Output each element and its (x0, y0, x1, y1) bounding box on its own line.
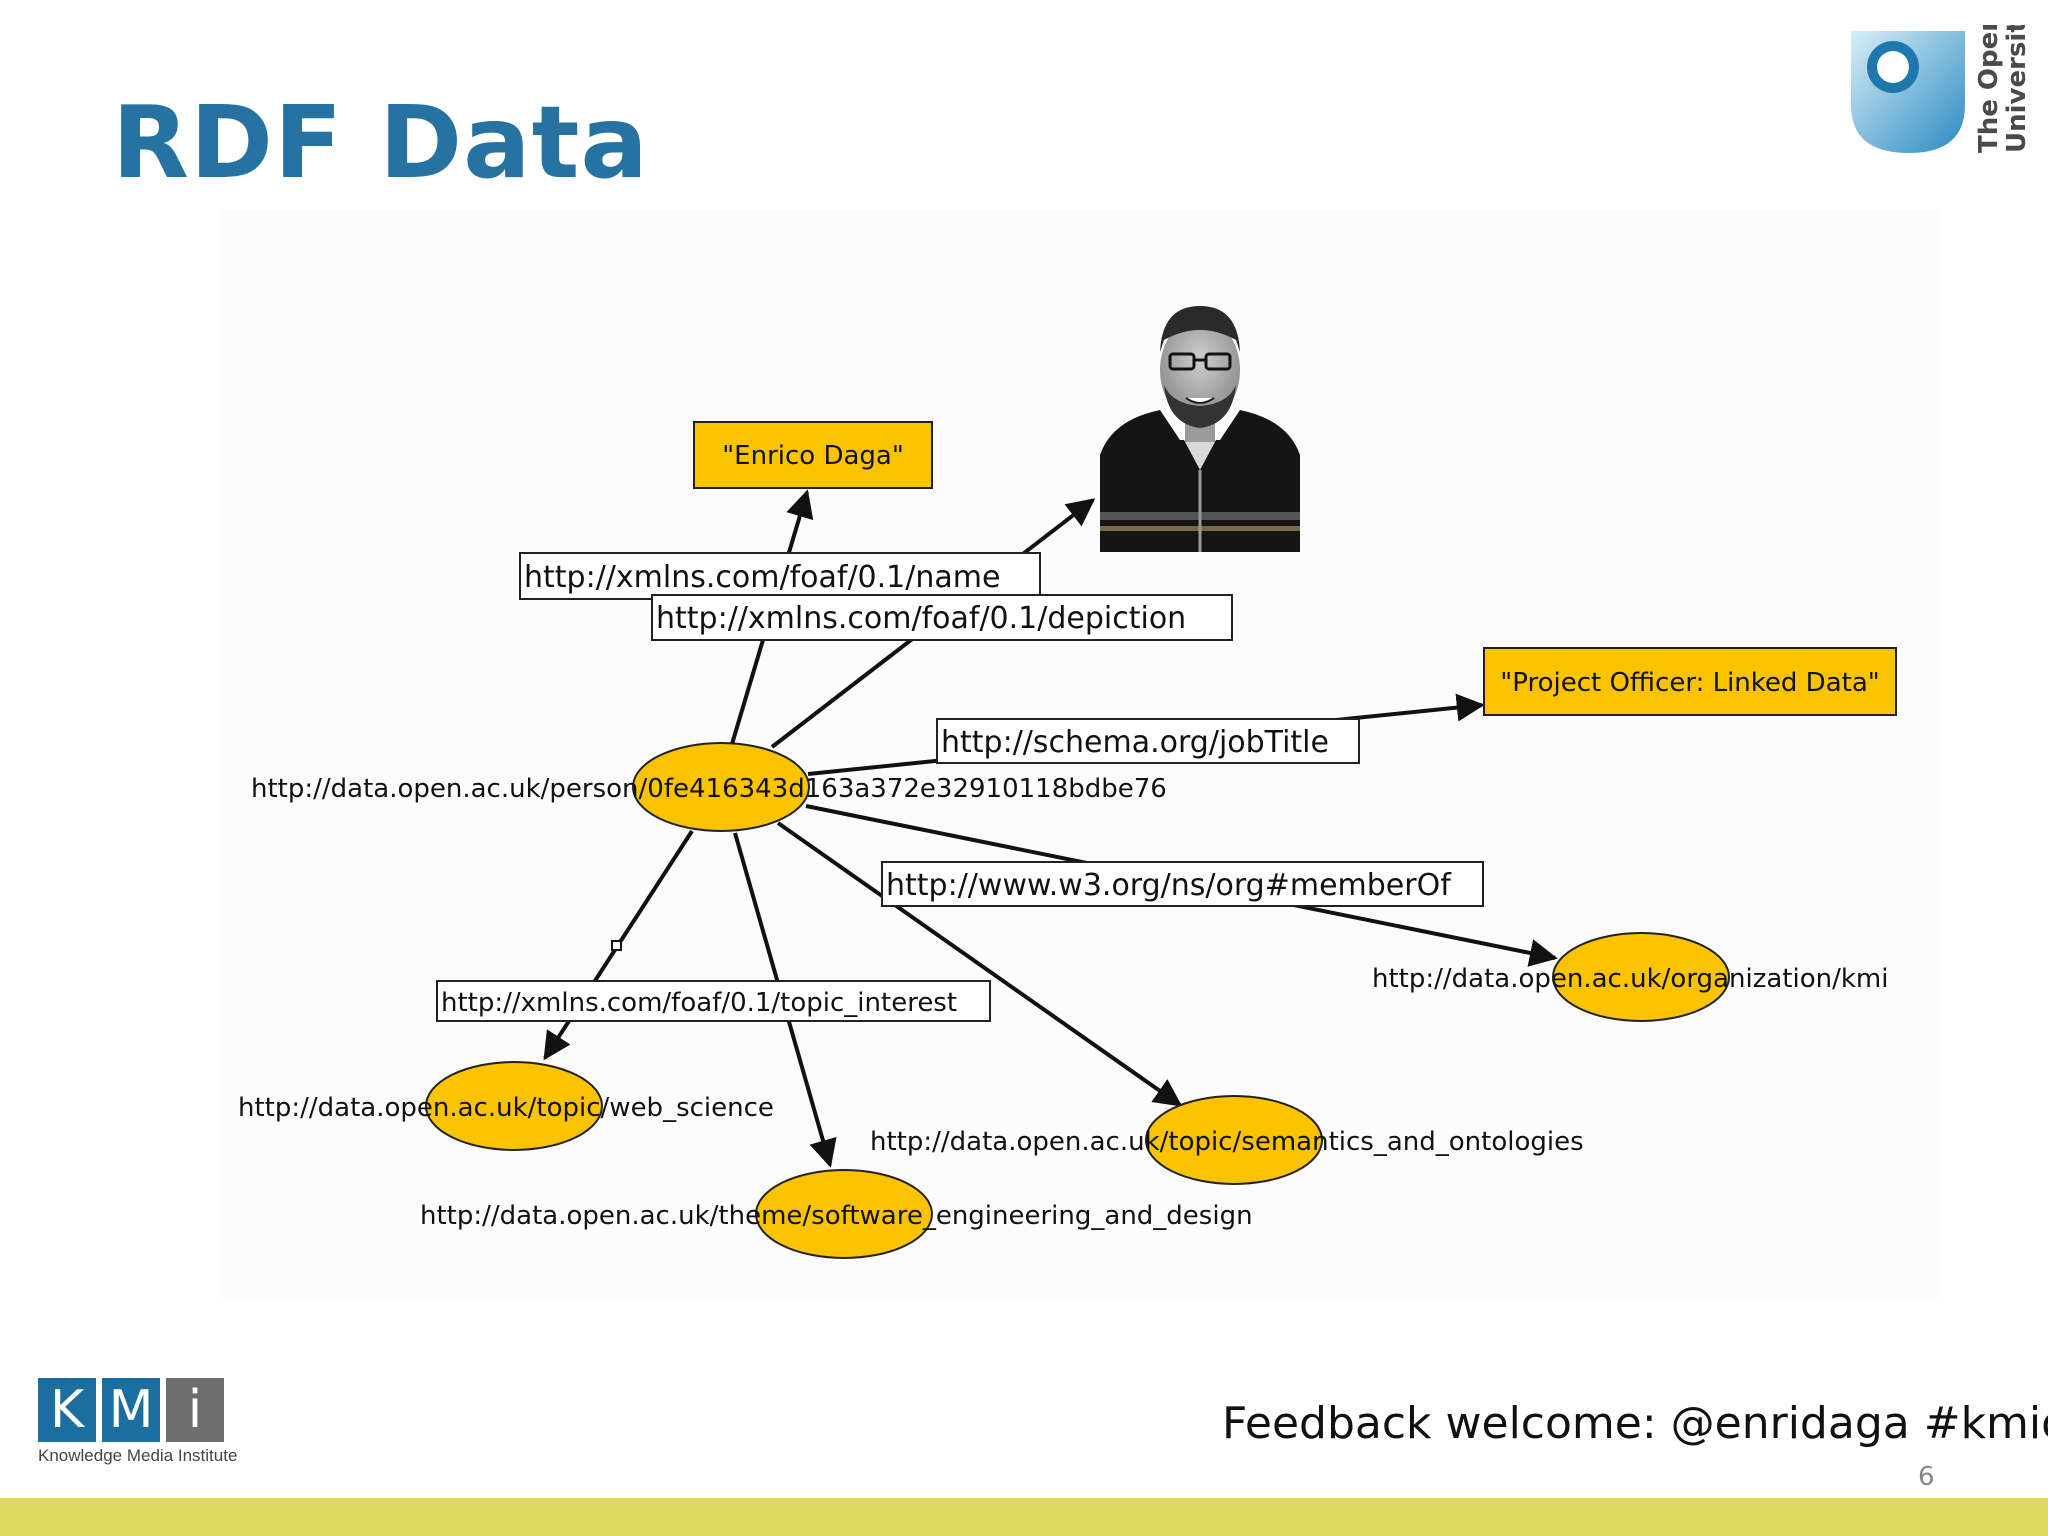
property-depiction: http://xmlns.com/foaf/0.1/depiction (656, 601, 1186, 636)
property-depiction-box (651, 594, 1233, 641)
kmi-logo-letter-m: M (102, 1378, 160, 1442)
literal-name: "Enrico Daga" (722, 441, 904, 471)
slide-title: RDF Data (112, 84, 649, 201)
edge-bend-handle[interactable] (611, 940, 622, 951)
object-node-kmi[interactable] (1552, 932, 1730, 1022)
ou-logo-line2: University (2002, 25, 2032, 153)
property-jobtitle-box (936, 718, 1360, 764)
person-photo (1100, 300, 1300, 552)
object-uri-web-science: http://data.open.ac.uk/topic/web_science (238, 1093, 774, 1123)
object-uri-kmi: http://data.open.ac.uk/organization/kmi (1372, 964, 1888, 994)
property-jobtitle: http://schema.org/jobTitle (941, 725, 1329, 760)
footer-bar (0, 1498, 2048, 1536)
property-name: http://xmlns.com/foaf/0.1/name (524, 560, 1000, 595)
kmi-logo-subtitle: Knowledge Media Institute (38, 1446, 238, 1465)
subject-node[interactable] (632, 742, 810, 832)
property-memberof-box (881, 861, 1484, 907)
object-node-software[interactable] (755, 1169, 933, 1259)
feedback-text: Feedback welcome: @enridaga #kmiou (1222, 1398, 2048, 1449)
edge-semantics (776, 821, 1183, 1107)
literal-job-box (1483, 647, 1897, 716)
kmi-logo-letter-i: i (166, 1378, 224, 1442)
page-number: 6 (1918, 1462, 1935, 1492)
object-uri-semantics: http://data.open.ac.uk/topic/semantics_a… (870, 1127, 1584, 1157)
property-topic-interest-box (436, 980, 991, 1022)
object-node-web-science[interactable] (425, 1061, 603, 1151)
literal-name-box (693, 421, 933, 489)
open-university-logo: The Open University (1851, 25, 2032, 153)
kmi-logo: K M i Knowledge Media Institute (38, 1378, 248, 1470)
object-uri-software: http://data.open.ac.uk/theme/software_en… (420, 1201, 1253, 1231)
object-node-semantics[interactable] (1145, 1095, 1323, 1185)
property-memberof: http://www.w3.org/ns/org#memberOf (886, 868, 1452, 903)
property-topic-interest: http://xmlns.com/foaf/0.1/topic_interest (441, 988, 957, 1018)
subject-uri: http://data.open.ac.uk/person/0fe416343d… (251, 774, 1167, 804)
ou-logo-line1: The Open (1974, 25, 2004, 153)
kmi-logo-letter-k: K (38, 1378, 96, 1442)
literal-job: "Project Officer: Linked Data" (1500, 668, 1879, 698)
